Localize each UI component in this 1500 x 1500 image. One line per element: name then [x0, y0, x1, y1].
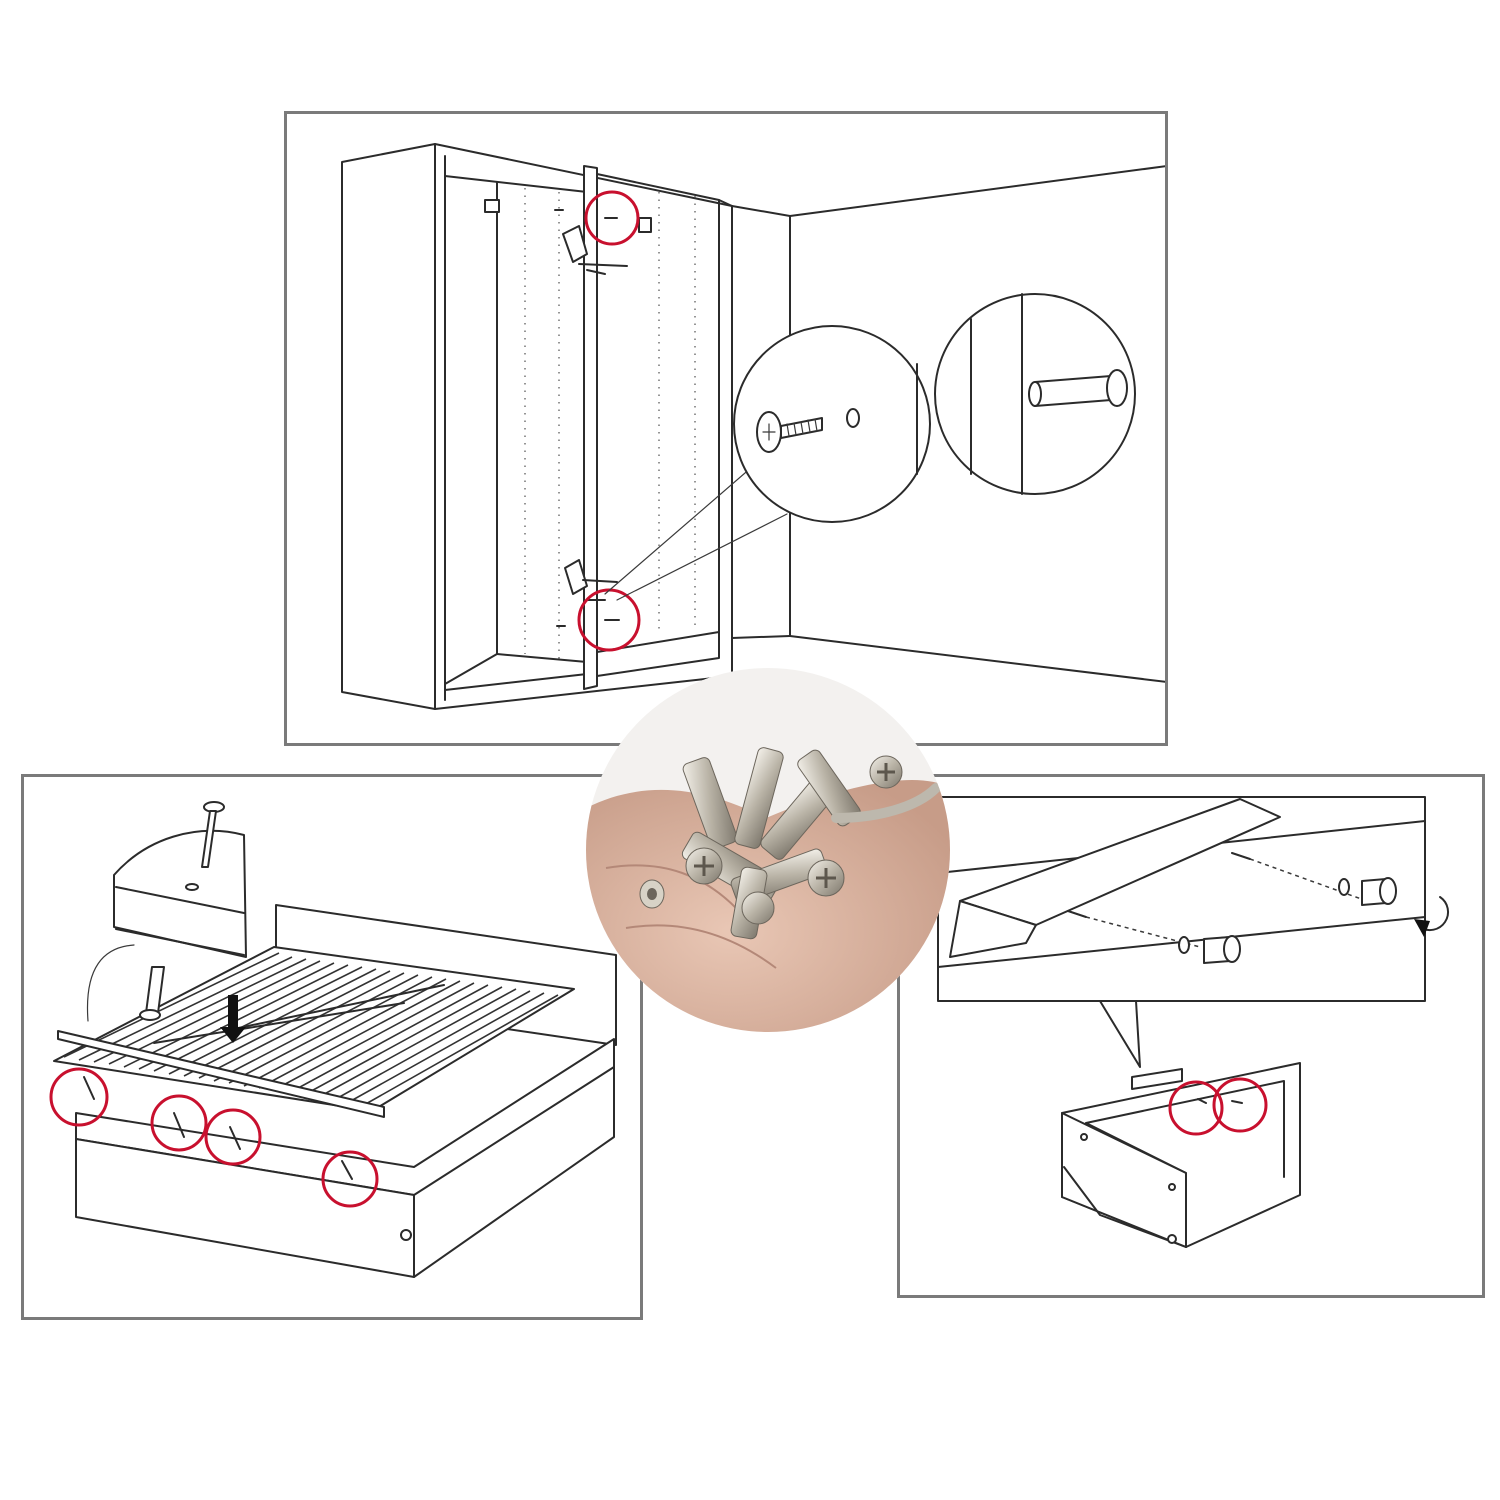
wardrobe-illustration	[341, 143, 1165, 710]
bed-connector-highlight-3	[204, 1108, 262, 1166]
wardrobe-side-panel	[341, 143, 436, 710]
bed-connector-highlight-4	[321, 1150, 379, 1208]
detail-pointer	[1099, 1000, 1141, 1068]
bottom-hinge-bracket	[564, 559, 588, 595]
callout-leader	[86, 944, 135, 1022]
photo-drawing	[586, 668, 950, 1032]
right-shelf-pin	[638, 217, 652, 233]
wardrobe-assembly-panel	[284, 111, 1168, 746]
cam-lock-icon	[1178, 877, 1397, 964]
bed-detail-callout	[113, 829, 247, 958]
barrel-nut-icon	[139, 966, 165, 1021]
top-screw-marks	[554, 209, 618, 219]
hand-with-screws-photo	[586, 668, 950, 1032]
drawer-screw-marks	[1197, 1098, 1243, 1104]
support-legs	[83, 1076, 353, 1180]
drawer-connector-highlight-2	[1212, 1077, 1268, 1133]
connector-screw-icon	[756, 411, 823, 453]
top-hinge-arm	[578, 263, 628, 275]
long-bolt-icon	[185, 801, 225, 891]
screw-hole-icon	[846, 408, 860, 428]
callout-2-panel-edges	[970, 293, 1023, 495]
bed-connector-highlight-2	[150, 1094, 208, 1152]
rotate-arrowhead-icon	[1414, 919, 1430, 937]
callout-leader	[604, 453, 788, 601]
bed-connector-highlight-1	[49, 1067, 109, 1127]
detail-callout-screw	[733, 325, 931, 523]
callout-beam-lines	[115, 886, 245, 956]
barrel-nut-icon	[1028, 369, 1128, 407]
left-floor-edge	[444, 653, 498, 685]
right-cabinet-interior	[596, 173, 720, 677]
down-arrow-icon	[220, 995, 246, 1043]
top-hinge-bracket	[562, 225, 588, 263]
middle-divider	[583, 165, 598, 690]
bed-illustration	[49, 801, 617, 1278]
bed-bolt-hole	[400, 1229, 412, 1241]
bottom-hinge-arm	[582, 579, 618, 601]
ceiling-line	[789, 165, 1165, 217]
bed-slat-assembly-panel	[21, 774, 643, 1320]
screw-pile-icon	[639, 747, 941, 940]
drawer-connector-highlight-1	[1168, 1080, 1224, 1136]
drawer-box	[1061, 1062, 1301, 1248]
bed-rail-beam	[57, 1030, 385, 1118]
bed-frame-right	[413, 1066, 615, 1278]
drawer-handle	[1131, 1068, 1183, 1090]
left-shelf	[496, 653, 588, 663]
left-shelf-pin	[484, 199, 500, 213]
drawer-assembly-panel	[897, 774, 1485, 1298]
top-connector-highlight	[584, 190, 640, 246]
bottom-screw-marks	[556, 619, 620, 627]
left-cabinet-interior	[444, 175, 588, 691]
right-frame-edge	[718, 199, 733, 677]
handle-rail	[949, 798, 1281, 958]
drawer-illustration	[937, 796, 1449, 1248]
floor-line	[731, 635, 791, 639]
